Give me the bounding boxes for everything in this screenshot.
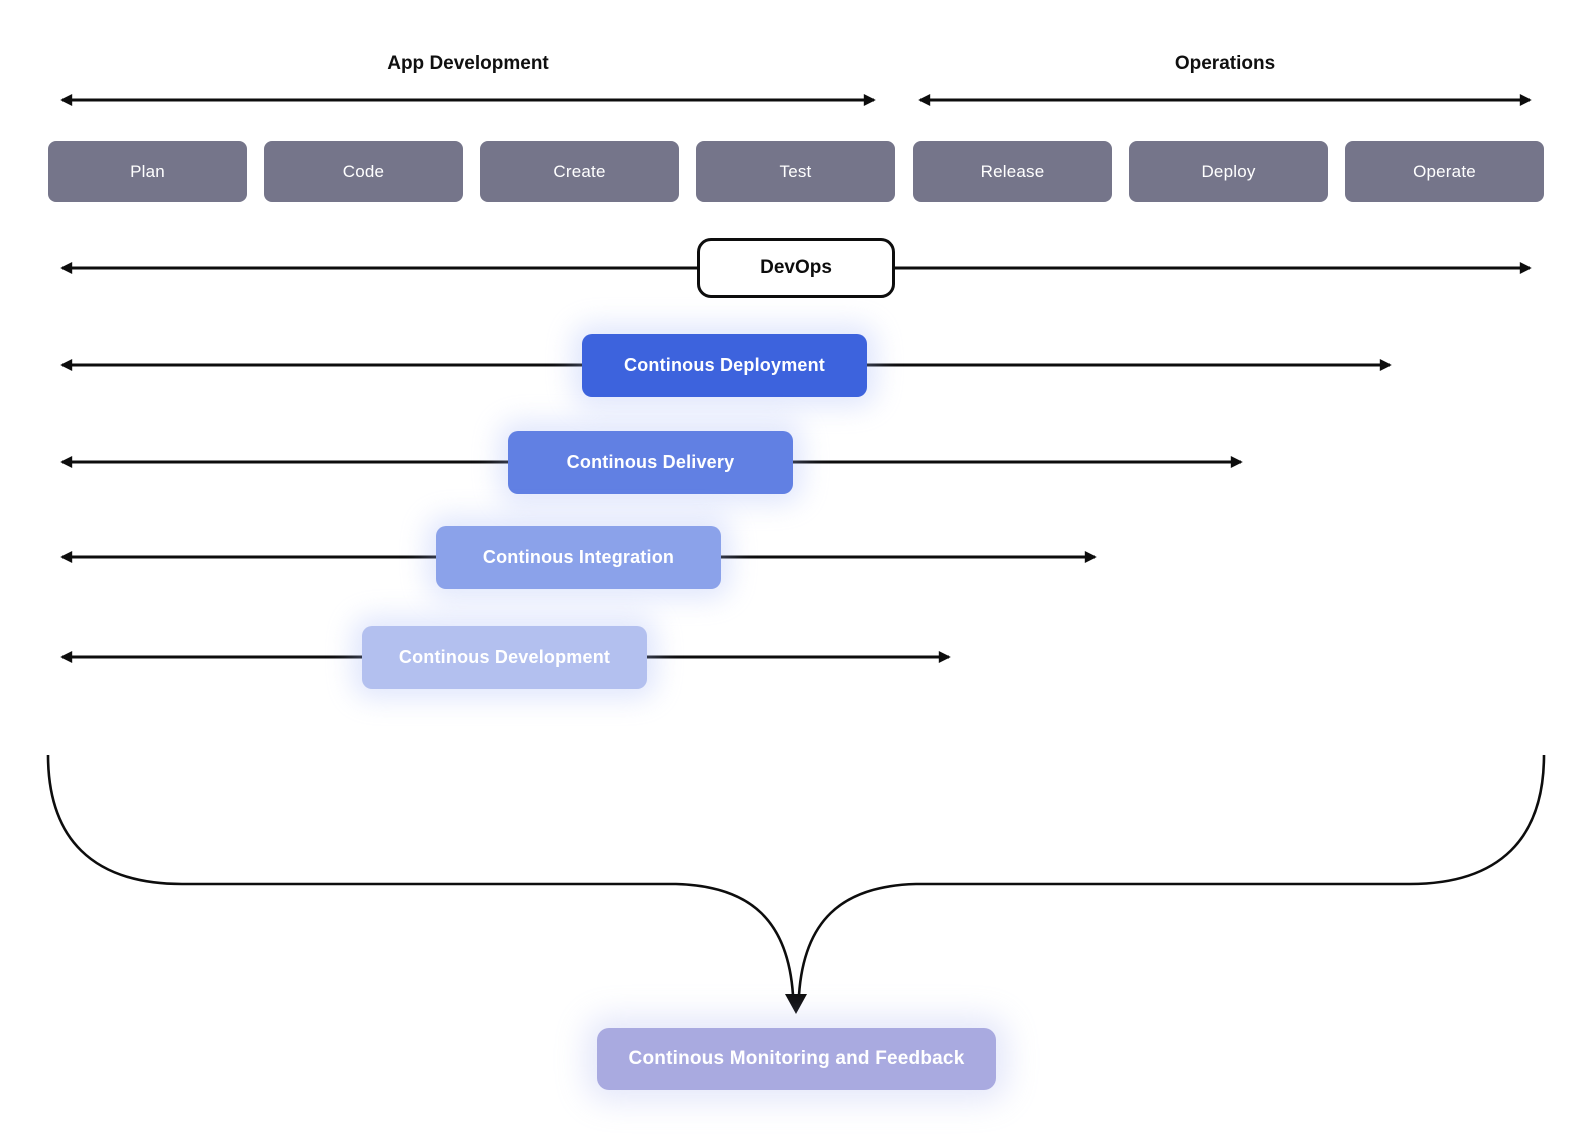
converge-brace-left [46,754,795,996]
stage-box-test: Test [696,141,895,202]
stage-box-create: Create [480,141,679,202]
stage-box-operate: Operate [1345,141,1544,202]
stage-box-release: Release [913,141,1112,202]
stage-label: Create [553,161,606,181]
monitoring-feedback-box: Continous Monitoring and Feedback [597,1028,996,1090]
converge-brace-right [797,754,1546,996]
pipeline-box-continous-delivery: Continous Delivery [508,431,793,494]
pipeline-box-continous-deployment: Continous Deployment [582,334,867,397]
stage-box-code: Code [264,141,463,202]
operations-label: Operations [1174,53,1276,74]
pipeline-label: Continous Integration [482,547,675,567]
devops-box: DevOps [697,238,895,298]
pipeline-label: Continous Delivery [566,452,735,472]
monitoring-feedback-label: Continous Monitoring and Feedback [628,1048,965,1069]
pipeline-box-continous-integration: Continous Integration [436,526,721,589]
devops-label: DevOps [760,257,832,278]
stage-label: Test [779,161,812,181]
stage-box-plan: Plan [48,141,247,202]
stage-label: Deploy [1201,161,1256,181]
app-development-label: App Development [387,53,549,74]
pipeline-label: Continous Development [398,647,611,667]
pipeline-box-continous-development: Continous Development [362,626,647,689]
stage-label: Plan [130,161,165,181]
pipeline-label: Continous Deployment [624,355,825,375]
stage-label: Release [980,161,1045,181]
stage-label: Operate [1413,161,1476,181]
down-arrowhead-icon [785,994,807,1014]
stage-label: Code [342,161,385,181]
stage-box-deploy: Deploy [1129,141,1328,202]
